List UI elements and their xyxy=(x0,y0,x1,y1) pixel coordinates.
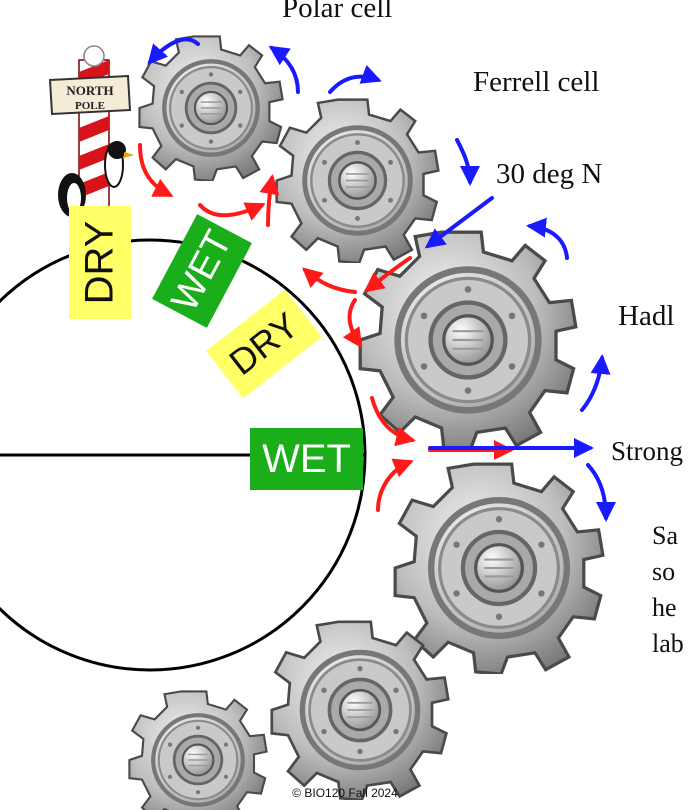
sign-line1: NORTH xyxy=(66,83,113,98)
upper-air-arrows xyxy=(147,37,616,522)
gear-southern-ferrell xyxy=(272,622,448,800)
note-line: he xyxy=(652,593,677,622)
dry-zone-polar: DRY xyxy=(69,206,131,319)
wet-zone-equator: WET xyxy=(250,428,363,490)
ferrell-cell-label: Ferrell cell xyxy=(473,66,600,98)
latitude-label: 30 deg N xyxy=(496,158,603,190)
note-line: lab xyxy=(652,629,684,658)
sign-line2: POLE xyxy=(75,100,105,112)
polar-cell-label: Polar cell xyxy=(282,0,393,24)
strong-winds-label: Strong xyxy=(611,436,684,466)
north-pole-sign: NORTH POLE xyxy=(48,74,132,116)
dry-zone-polar-label: DRY xyxy=(77,220,122,305)
note-line: Sa xyxy=(652,521,678,550)
note-line: so xyxy=(652,557,676,586)
gear-polar-cell xyxy=(139,36,282,181)
wet-zone-equator-label: WET xyxy=(262,436,351,481)
gear-hadley-cell xyxy=(360,232,576,450)
southern-note: Sa so he lab xyxy=(652,518,684,662)
hadley-cell-label: Hadl xyxy=(618,300,675,332)
copyright-footer: © BIO120 Fall 2024 xyxy=(292,786,398,800)
gear-southern-hadley xyxy=(395,464,603,674)
